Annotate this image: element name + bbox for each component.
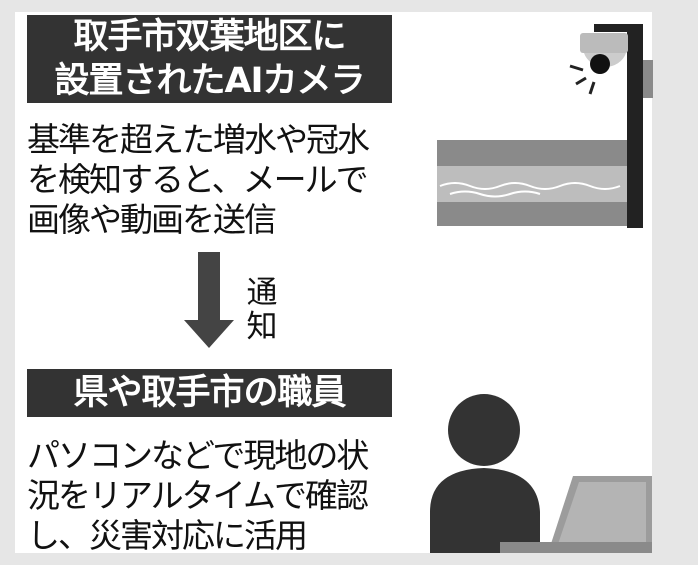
- staff-description-line-1: パソコンなどで現地の状: [27, 436, 369, 475]
- person-laptop-illustration: [430, 394, 652, 553]
- camera-title-banner: 取手市双葉地区に 設置されたAIカメラ: [27, 15, 392, 103]
- staff-description: パソコンなどで現地の状 況をリアルタイムで確認 し、災害対応に活用: [27, 436, 395, 556]
- camera-title-line-1: 取手市双葉地区に: [73, 17, 346, 57]
- camera-description-line-1: 基準を超えた増水や冠水: [27, 120, 370, 159]
- camera-title-line-2: 設置されたAIカメラ: [54, 61, 365, 101]
- notify-char-1: 通: [246, 275, 278, 311]
- notify-char-2: 知: [246, 309, 278, 345]
- arrow-down-icon: [184, 252, 234, 348]
- staff-title: 県や取手市の職員: [73, 373, 346, 413]
- staff-title-banner: 県や取手市の職員: [27, 369, 392, 417]
- camera-pole-illustration: [569, 24, 653, 228]
- camera-description: 基準を超えた増水や冠水 を検知すると、メールで 画像や動画を送信: [27, 120, 395, 240]
- camera-description-line-2: を検知すると、メールで: [27, 160, 369, 199]
- camera-description-line-3: 画像や動画を送信: [27, 200, 277, 239]
- notify-label: 通 知: [244, 276, 280, 344]
- staff-description-line-2: 況をリアルタイムで確認: [27, 476, 369, 515]
- staff-description-line-3: し、災害対応に活用: [27, 516, 308, 555]
- river-illustration: [437, 140, 627, 226]
